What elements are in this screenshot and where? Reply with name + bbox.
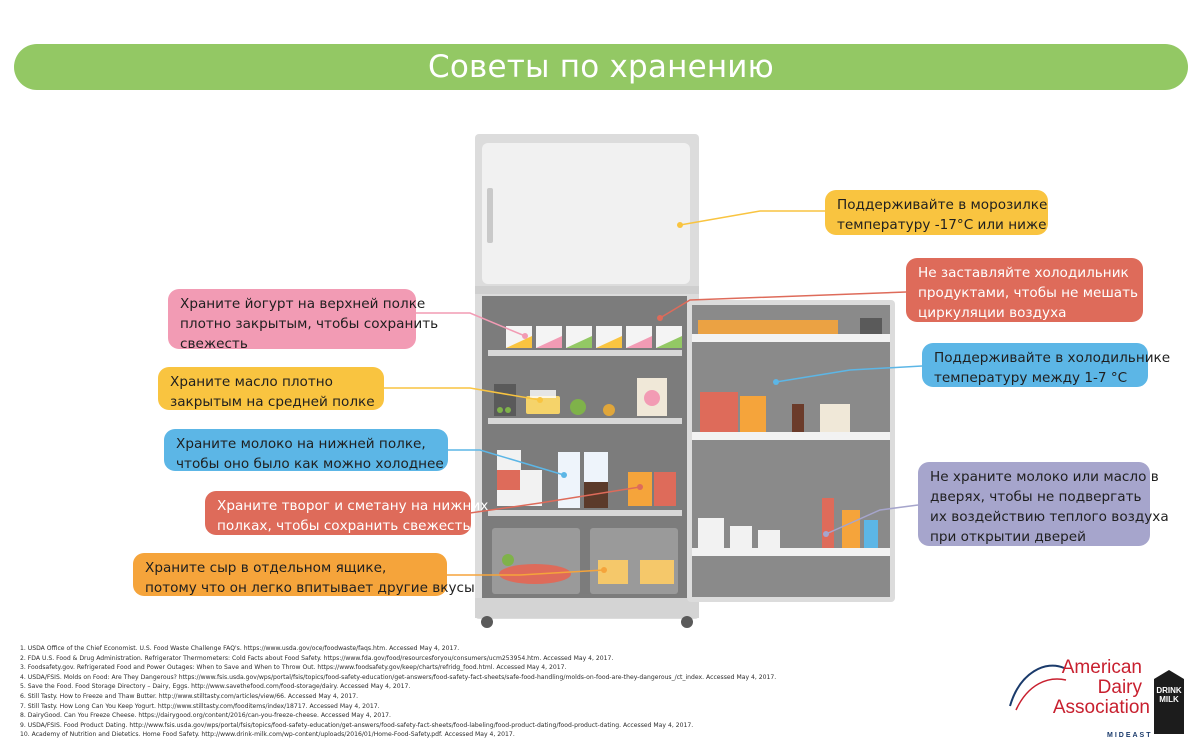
yogurt-cups bbox=[506, 326, 682, 348]
callout-text-line: температуру между 1-7 °C bbox=[934, 370, 1128, 386]
callout-text-line: Не храните молоко или масло в bbox=[930, 469, 1159, 485]
shelf-top bbox=[488, 350, 682, 356]
callout-door-storage: Не храните молоко или масло в дверях, чт… bbox=[918, 462, 1169, 546]
references-list: 1. USDA Office of the Chief Economist. U… bbox=[20, 644, 980, 740]
fridge-illustration bbox=[382, 134, 923, 628]
callout-text-line: Храните масло плотно bbox=[170, 374, 333, 390]
reference-item: 8. DairyGood. Can You Freeze Cheese. htt… bbox=[20, 712, 391, 720]
callout-text-line: циркуляции воздуха bbox=[918, 305, 1067, 321]
callout-text-line: Храните молоко на нижней полке, bbox=[176, 436, 426, 452]
callout-text-line: чтобы оно было как можно холоднее bbox=[176, 456, 444, 472]
reference-item: 7. Still Tasty. How Long Can You Keep Yo… bbox=[20, 702, 380, 710]
callout-text-line: полках, чтобы сохранить свежесть bbox=[217, 518, 471, 534]
callout-text-line: свежесть bbox=[180, 336, 248, 352]
page-title: Советы по хранению bbox=[428, 49, 774, 85]
callout-milk: Храните молоко на нижней полке, чтобы он… bbox=[164, 429, 448, 472]
callout-text-line: Храните творог и сметану на нижних bbox=[217, 498, 489, 514]
callout-do-not-overload: Не заставляйте холодильник продуктами, ч… bbox=[906, 258, 1143, 322]
carton-text-line1: DRINK bbox=[1156, 686, 1182, 695]
callout-cottage-cheese: Храните творог и сметану на нижних полка… bbox=[205, 491, 489, 535]
drink-milk-carton-icon: DRINK MILK bbox=[1154, 670, 1184, 734]
callout-text-line: плотно закрытым, чтобы сохранить bbox=[180, 316, 439, 332]
logo-text-line3: Association bbox=[1052, 697, 1150, 718]
butter-dish bbox=[526, 396, 560, 414]
callout-text-line: Поддерживайте в морозилке bbox=[837, 197, 1048, 213]
callout-text-line: их воздействию теплого воздуха bbox=[930, 509, 1169, 525]
logo-region: MIDEAST bbox=[1107, 732, 1153, 739]
american-dairy-association-logo: American Dairy Association MIDEAST DRINK… bbox=[1002, 650, 1192, 740]
reference-item: 9. USDA/FSIS. Food Product Dating. http:… bbox=[20, 721, 694, 729]
reference-item: 4. USDA/FSIS. Molds on Food: Are They Da… bbox=[20, 673, 777, 681]
callout-text-line: Не заставляйте холодильник bbox=[918, 265, 1129, 281]
reference-item: 10. Academy of Nutrition and Dietetics. … bbox=[20, 731, 515, 739]
logo-text-line2: Dairy bbox=[1097, 677, 1142, 698]
reference-item: 1. USDA Office of the Chief Economist. U… bbox=[20, 645, 460, 652]
reference-item: 5. Save the Food. Food Storage Directory… bbox=[20, 683, 411, 691]
logo-swoosh-icon bbox=[1009, 664, 1067, 711]
callout-text-line: при открытии дверей bbox=[930, 529, 1086, 545]
callout-text-line: закрытым на средней полке bbox=[170, 394, 375, 410]
middle-shelf-items bbox=[494, 378, 667, 416]
callout-fridge-temperature: Поддерживайте в холодильнике температуру… bbox=[922, 343, 1171, 387]
callout-text-line: дверях, чтобы не подвергать bbox=[930, 489, 1142, 505]
reference-item: 6. Still Tasty. How to Freeze and Thaw B… bbox=[20, 692, 359, 700]
callout-text-line: Храните сыр в отдельном ящике, bbox=[145, 560, 387, 576]
reference-item: 2. FDA U.S. Food & Drug Administration. … bbox=[20, 654, 614, 662]
shelf-middle bbox=[488, 418, 682, 424]
callout-yogurt: Храните йогурт на верхней полке плотно з… bbox=[168, 289, 439, 352]
callout-cheese: Храните сыр в отдельном ящике, потому чт… bbox=[133, 553, 475, 596]
door-shelf-bottom bbox=[692, 548, 890, 556]
door-shelf-middle bbox=[692, 432, 890, 440]
callout-butter: Храните масло плотно закрытым на средней… bbox=[158, 367, 384, 410]
logo-text-line1: American bbox=[1061, 657, 1142, 678]
reference-item: 3. Foodsafety.gov. Refrigerated Food and… bbox=[20, 664, 567, 672]
callout-text-line: температуру -17°C или ниже bbox=[837, 217, 1047, 233]
callout-text-line: Поддерживайте в холодильнике bbox=[934, 350, 1171, 366]
callout-freezer-temperature: Поддерживайте в морозилке температуру -1… bbox=[825, 190, 1048, 235]
freezer-handle bbox=[487, 188, 493, 243]
callout-text-line: продуктами, чтобы не мешать bbox=[918, 285, 1139, 301]
callout-text-line: потому что он легко впитывает другие вку… bbox=[145, 580, 475, 596]
callout-text-line: Храните йогурт на верхней полке bbox=[180, 296, 426, 312]
door-items bbox=[698, 318, 882, 548]
callout-connectors bbox=[382, 210, 923, 576]
door-shelf-top bbox=[692, 334, 890, 342]
page-title-banner: Советы по хранению bbox=[14, 44, 1188, 90]
freezer-door bbox=[482, 143, 690, 284]
shelf-bottom bbox=[488, 510, 682, 516]
carton-text-line2: MILK bbox=[1159, 695, 1179, 704]
